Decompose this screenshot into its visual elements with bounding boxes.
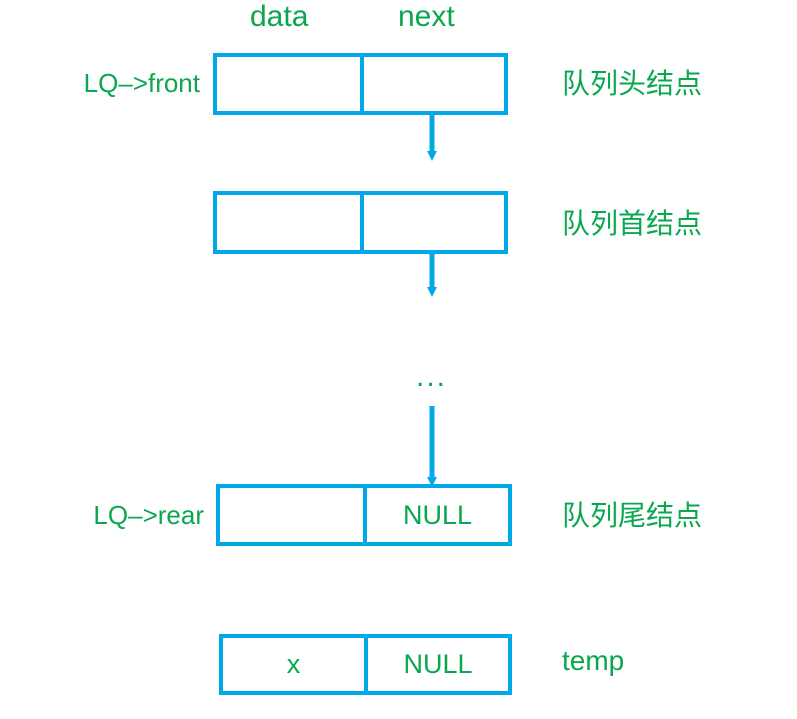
- node-first-data-cell[interactable]: [217, 195, 364, 250]
- column-header-data: data: [250, 0, 309, 33]
- node-temp[interactable]: x NULL: [219, 634, 512, 695]
- node-head-next-cell[interactable]: [364, 57, 504, 111]
- node-temp-data-cell[interactable]: x: [223, 638, 368, 691]
- side-label-temp-node: temp: [562, 645, 625, 676]
- side-label-rear-node: 队列尾结点: [562, 500, 703, 531]
- side-label-first-node: 队列首结点: [562, 208, 703, 239]
- node-head[interactable]: [213, 53, 508, 115]
- node-rear-data-cell[interactable]: [220, 488, 367, 542]
- node-temp-next-cell[interactable]: NULL: [403, 649, 473, 679]
- column-header-next: next: [398, 0, 455, 33]
- node-rear-next-cell[interactable]: NULL: [402, 499, 473, 530]
- node-first-next-cell[interactable]: [364, 195, 504, 250]
- ellipsis-marker: ...: [416, 360, 448, 393]
- node-head-data-cell[interactable]: [217, 57, 364, 111]
- node-rear[interactable]: NULL: [216, 484, 512, 546]
- node-first[interactable]: [213, 191, 508, 254]
- pointer-label-lq-front: LQ–>front: [83, 68, 200, 98]
- side-label-head-node: 队列头结点: [562, 68, 703, 99]
- pointer-label-lq-rear: LQ–>rear: [93, 500, 204, 530]
